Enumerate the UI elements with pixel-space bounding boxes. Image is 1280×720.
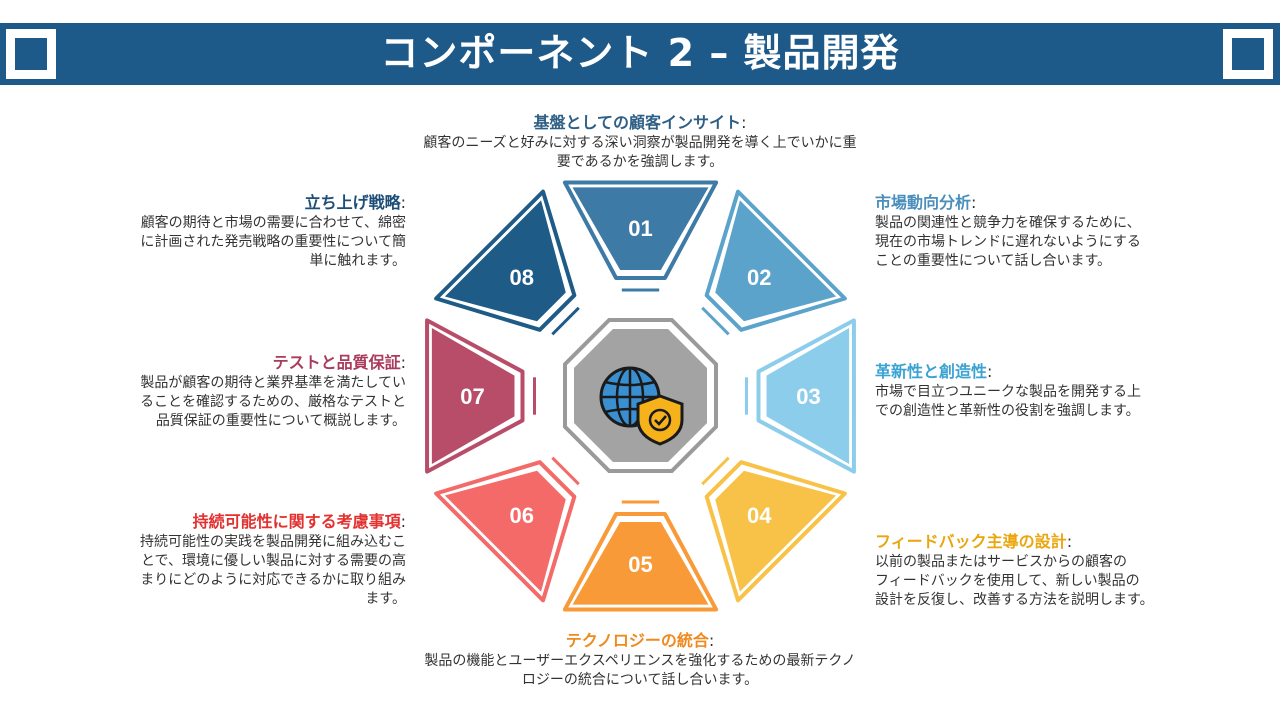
segment-06-connector xyxy=(551,456,580,486)
segment-03-heading: 革新性と創造性 xyxy=(875,362,988,381)
right-corner-square xyxy=(1223,29,1273,79)
segment-06 xyxy=(444,470,566,592)
segment-08-body-line: 顧客の期待と市場の需要に合わせて、綿密 xyxy=(140,215,406,231)
segment-04-number: 04 xyxy=(747,503,772,528)
segment-04-heading: フィードバック主導の設計 xyxy=(875,532,1067,551)
segment-02-body-line: 現在の市場トレンドに遅れないようにする xyxy=(875,234,1141,250)
segment-06-number: 06 xyxy=(509,503,533,528)
segment-08 xyxy=(444,200,566,322)
segment-07-number: 07 xyxy=(460,384,484,409)
segment-01-number: 01 xyxy=(628,216,652,241)
segment-07-heading: テストと品質保証 xyxy=(272,353,401,372)
segment-08-connector xyxy=(551,306,580,336)
segment-08-body-line: 単に触れます。 xyxy=(309,253,406,269)
segment-06-body-line: 持続可能性の実践を製品開発に組み込むこ xyxy=(140,534,406,550)
segment-01-heading: 基盤としての顧客インサイト xyxy=(533,113,742,132)
segment-04-body-line: フィードバックを使用して、新しい製品の xyxy=(875,573,1140,589)
segment-08-heading: 立ち上げ戦略 xyxy=(304,193,401,212)
segment-04-text: フィードバック主導の設計: 以前の製品またはサービスからの顧客のフィードバックを… xyxy=(875,531,1205,610)
title-bar xyxy=(0,23,1280,85)
segment-08-body-line: に計画された発売戦略の重要性について簡 xyxy=(140,234,406,250)
segment-04-body-line: 以前の製品またはサービスからの顧客の xyxy=(875,554,1127,570)
segment-02-body-line: 製品の関連性と競争力を確保するために、 xyxy=(875,215,1141,231)
segment-03-number: 03 xyxy=(796,384,820,409)
segment-02 xyxy=(715,200,837,322)
segment-02-body-line: ことの重要性について話し合います。 xyxy=(875,253,1112,269)
page-title: コンポーネント 2 – 製品開発 xyxy=(380,31,900,75)
segment-06-body-line: まりにどのように対応できるかに取り組み xyxy=(140,572,406,588)
segment-01 xyxy=(572,187,709,270)
segment-01-text: 基盤としての顧客インサイト: 顧客のニーズと好みに対する深い洞察が製品開発を導く… xyxy=(380,112,900,172)
left-corner-square xyxy=(6,29,56,79)
segment-02-text: 市場動向分析: 製品の関連性と競争力を確保するために、現在の市場トレンドに遅れな… xyxy=(875,192,1205,271)
segment-03-body-line: での創造性と革新性の役割を強調します。 xyxy=(875,403,1140,419)
segment-03-body-line: 市場で目立つユニークな製品を開発する上 xyxy=(875,384,1141,400)
segment-05-number: 05 xyxy=(628,552,652,577)
segment-05-text: テクノロジーの統合: 製品の機能とユーザーエクスペリエンスを強化するための最新テ… xyxy=(380,630,900,690)
segment-02-number: 02 xyxy=(747,265,771,290)
segment-04-connector xyxy=(701,456,730,486)
segment-07 xyxy=(431,328,515,464)
segment-01-body-line: 要であるかを強調します。 xyxy=(556,154,724,170)
segment-06-heading: 持続可能性に関する考慮事項 xyxy=(192,512,401,531)
segment-07-body-line: 品質保証の重要性について概説します。 xyxy=(155,413,406,429)
segment-03-text: 革新性と創造性: 市場で目立つユニークな製品を開発する上での創造性と革新性の役割… xyxy=(875,361,1205,421)
segment-07-text: テストと品質保証: 製品が顧客の期待と業界基準を満たしていることを確認するための… xyxy=(70,352,406,431)
segment-08-text: 立ち上げ戦略: 顧客の期待と市場の需要に合わせて、綿密に計画された発売戦略の重要… xyxy=(70,192,406,271)
segment-06-text: 持続可能性に関する考慮事項: 持続可能性の実践を製品開発に組み込むことで、環境に… xyxy=(70,511,406,609)
segment-05 xyxy=(572,522,709,605)
segment-03 xyxy=(766,328,850,464)
segment-07-body-line: ることを確認するための、厳格なテストと xyxy=(140,394,406,410)
segment-02-heading: 市場動向分析 xyxy=(875,193,972,212)
segment-02-connector xyxy=(701,306,730,336)
segment-05-body-line: ロジーの統合について話し合います。 xyxy=(521,672,759,688)
segment-05-heading: テクノロジーの統合 xyxy=(565,631,709,650)
segment-07-body-line: 製品が顧客の期待と業界基準を満たしてい xyxy=(140,375,406,391)
segment-05-body-line: 製品の機能とユーザーエクスペリエンスを強化するための最新テクノ xyxy=(424,653,856,669)
segment-01-body-line: 顧客のニーズと好みに対する深い洞察が製品開発を導く上でいかに重 xyxy=(423,135,857,151)
segment-04 xyxy=(715,470,837,592)
segment-08-number: 08 xyxy=(509,265,533,290)
globe-shield-check-icon xyxy=(599,366,684,446)
segment-04-body-line: 設計を反復し、改善する方法を説明します。 xyxy=(875,592,1154,608)
segment-06-body-line: ます。 xyxy=(365,591,406,607)
segment-06-body-line: とで、環境に優しい製品に対する需要の高 xyxy=(140,553,406,569)
